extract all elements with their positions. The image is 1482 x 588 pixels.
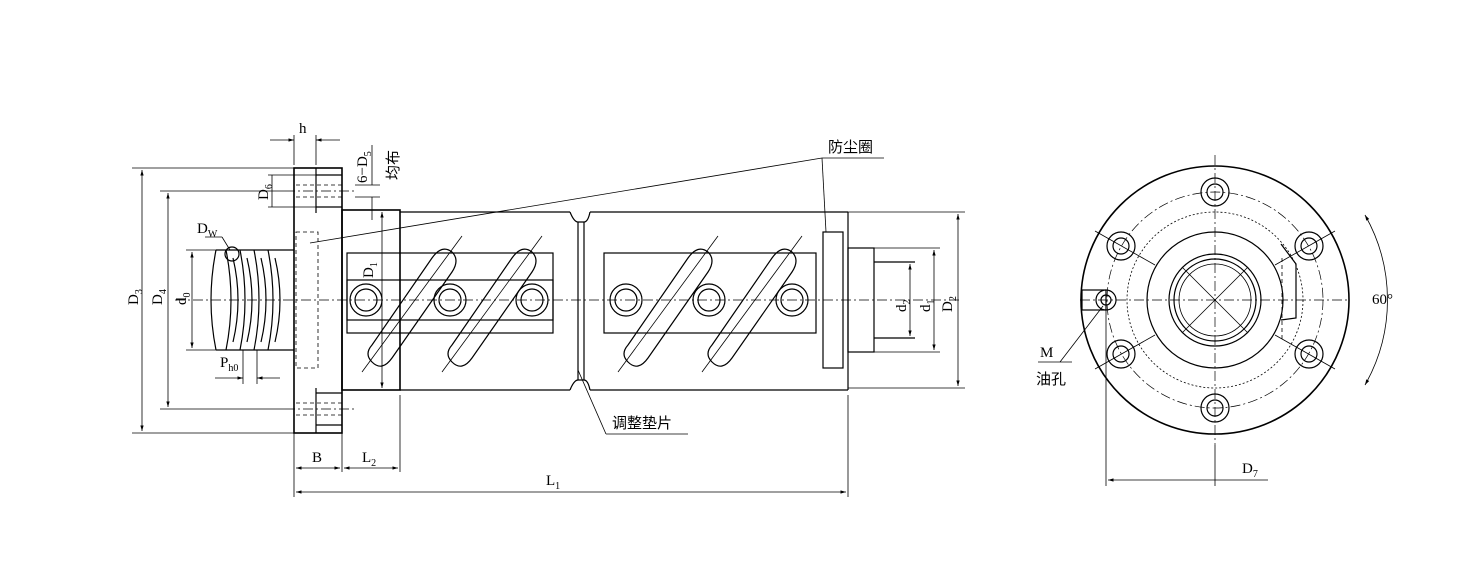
screw-shaft-left [210,246,294,351]
flange-bolt-hole-bottom [285,392,355,426]
label-d7-sub: 7 [1253,469,1258,480]
svg-text:d1: d1 [918,300,937,313]
flange-holes [1094,177,1336,423]
dust-ring-right [822,231,844,369]
svg-text:d2: d2 [894,300,913,313]
label-d6: D [256,189,272,200]
svg-text:6−D5: 6−D5 [355,151,374,183]
label-dustproof: 防尘圈 [828,138,873,156]
label-d4-sub: 4 [158,289,169,294]
svg-text:D2: D2 [940,296,959,312]
label-d1-big: D [361,267,377,278]
return-plate-right [603,252,817,334]
label-oil-hole: 油孔 [1036,370,1066,388]
label-d5-sub: 5 [363,151,374,156]
bolt-circle [1106,191,1324,409]
side-view: h D6 6−D5 均布 防尘圈 DW D3 [126,121,965,497]
label-l2-sub: 2 [371,458,376,469]
label-d3: D [126,294,142,305]
svg-text:Ph0: Ph0 [220,355,238,374]
label-angle: 60° [1372,292,1393,308]
svg-text:L2: L2 [362,450,376,469]
label-d4: D [150,294,166,305]
label-big-d2-sub: 2 [948,296,959,301]
label-l1: L [546,473,555,489]
label-d3-sub: 3 [134,289,145,294]
label-small-d1-sub: 1 [926,300,937,305]
return-tubes [361,235,803,373]
label-d0: d [174,297,190,305]
fixing-screws [349,283,809,317]
label-d7: D [1242,461,1253,477]
nut-body-outline [1146,231,1284,369]
svg-text:D7: D7 [1242,461,1258,480]
left-nut-head [341,209,401,391]
label-d6-sub: 6 [264,184,275,189]
svg-text:D6: D6 [256,184,275,200]
label-small-d1: d [918,304,934,312]
label-dw: D [197,221,208,237]
svg-text:D1: D1 [361,262,380,278]
flat-cut [1280,243,1297,321]
label-m: M [1040,345,1053,361]
screw-end-right [847,247,875,353]
flange-outline [1080,165,1350,435]
label-l2: L [362,450,371,466]
label-big-d2: D [940,301,956,312]
label-small-d2-sub: 2 [902,300,913,305]
label-dw-sub: W [208,229,218,240]
label-d0-sub: 0 [182,293,193,298]
label-shim: 调整垫片 [612,414,672,432]
label-small-d2: d [894,304,910,312]
svg-text:D4: D4 [150,289,169,305]
label-d5-prefix: 6−D [355,156,371,183]
label-ph0-sub: h0 [228,363,238,374]
label-b: B [312,450,322,466]
front-view: M 油孔 60° D7 [1036,155,1393,486]
flange-recess [295,231,319,369]
label-l1-sub: 1 [555,481,560,492]
label-evenly: 均布 [384,150,402,180]
label-ph0: P [220,355,228,371]
svg-text:DW: DW [197,221,218,240]
label-d1-big-sub: 1 [369,262,380,267]
ball [224,246,240,262]
label-h: h [299,121,307,137]
svg-text:D3: D3 [126,289,145,305]
svg-text:d0: d0 [174,293,193,306]
flange-bolt-hole-top [285,174,355,208]
svg-text:L1: L1 [546,473,560,492]
